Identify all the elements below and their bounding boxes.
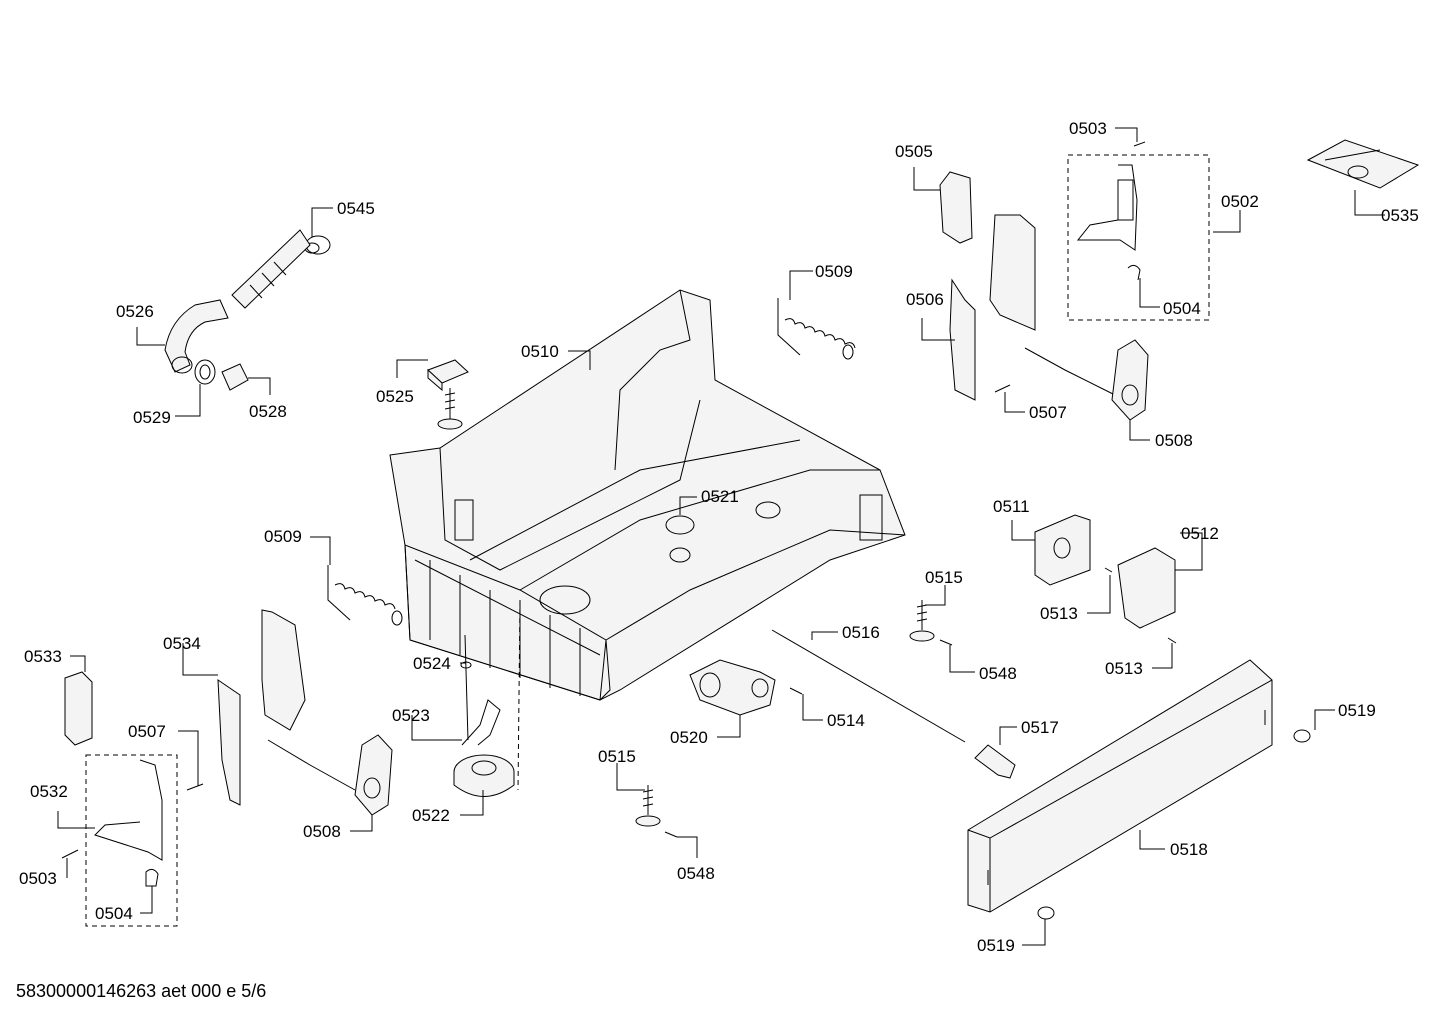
hinge-clip-part-0504-top bbox=[1127, 264, 1141, 281]
knob-part-0517 bbox=[974, 744, 1016, 779]
label-0502: 0502 bbox=[1221, 192, 1259, 211]
label-0522: 0522 bbox=[412, 806, 450, 825]
cover-part-0505 bbox=[939, 171, 973, 244]
bracket-part-0506 bbox=[949, 214, 1036, 401]
panel-part-0518 bbox=[967, 659, 1273, 913]
label-0506: 0506 bbox=[906, 290, 944, 309]
bracket-part-0534 bbox=[217, 609, 306, 806]
cover-part-0533 bbox=[64, 671, 93, 746]
screw-part-0548-bottom bbox=[664, 831, 678, 838]
label-0532: 0532 bbox=[30, 782, 68, 801]
rod-part-0524 bbox=[460, 634, 472, 741]
hardware-bag-part-0535 bbox=[1306, 139, 1420, 189]
label-0534: 0534 bbox=[163, 634, 201, 653]
foot-screw-part-0515-right bbox=[909, 600, 935, 642]
label-0513-lower: 0513 bbox=[1105, 659, 1143, 678]
hinge-part-0508-right bbox=[1024, 339, 1149, 421]
screw-part-0507-top bbox=[994, 384, 1011, 393]
label-0514: 0514 bbox=[827, 711, 865, 730]
valve-part-0520 bbox=[689, 659, 776, 716]
float-part-0522 bbox=[453, 754, 515, 797]
hose-clip-part-0529 bbox=[194, 359, 216, 385]
label-0507-top: 0507 bbox=[1029, 403, 1067, 422]
rod-part-0516 bbox=[771, 629, 966, 743]
screw-part-0503-bottom bbox=[61, 849, 79, 859]
label-0508-top: 0508 bbox=[1155, 431, 1193, 450]
label-0548-bottom: 0548 bbox=[677, 864, 715, 883]
label-0519-bottom: 0519 bbox=[977, 936, 1015, 955]
hinge-bracket-part-0502 bbox=[1076, 164, 1138, 251]
base-tub-part-0510 bbox=[389, 289, 906, 701]
label-0526: 0526 bbox=[116, 302, 154, 321]
label-0523: 0523 bbox=[392, 706, 430, 725]
cover-part-0512 bbox=[1117, 547, 1176, 629]
label-0515-bottom: 0515 bbox=[598, 747, 636, 766]
label-0528: 0528 bbox=[249, 402, 287, 421]
bracket-part-0511 bbox=[1034, 514, 1091, 586]
label-0525: 0525 bbox=[376, 387, 414, 406]
label-0512: 0512 bbox=[1181, 524, 1219, 543]
screw-part-0507-left bbox=[186, 783, 204, 791]
hinge-bracket-part-0532 bbox=[94, 759, 163, 861]
spring-part-0509-top bbox=[777, 298, 856, 360]
label-0518: 0518 bbox=[1170, 840, 1208, 859]
label-0511: 0511 bbox=[993, 497, 1030, 516]
spring-part-0509-left bbox=[327, 565, 403, 626]
part-labels: 0503 0505 0502 0535 0545 0526 0509 0506 … bbox=[19, 119, 1419, 955]
lever-part-0523 bbox=[461, 699, 501, 746]
label-0529: 0529 bbox=[133, 408, 171, 427]
label-0509-top: 0509 bbox=[815, 262, 853, 281]
document-footer: 58300000146263 aet 000 e 5/6 bbox=[16, 981, 266, 1001]
screw-part-0519-right bbox=[1293, 729, 1311, 743]
label-0503-bottom: 0503 bbox=[19, 869, 57, 888]
label-0548-right: 0548 bbox=[979, 664, 1017, 683]
group-box-0502 bbox=[1067, 154, 1210, 321]
screw-part-0514 bbox=[789, 687, 803, 695]
foot-part-0525 bbox=[427, 359, 469, 430]
float-guide-dashed bbox=[517, 599, 521, 791]
leader-lines bbox=[57, 127, 1385, 946]
label-0533: 0533 bbox=[24, 647, 62, 666]
hose-holder-part-0528 bbox=[221, 363, 249, 391]
drain-hose-part-0526 bbox=[164, 229, 311, 374]
label-0519-right: 0519 bbox=[1338, 701, 1376, 720]
label-0510: 0510 bbox=[521, 342, 559, 361]
screw-part-0548-right bbox=[939, 639, 953, 646]
screw-part-0513-upper bbox=[1104, 567, 1113, 573]
label-0513-upper: 0513 bbox=[1040, 604, 1078, 623]
label-0509-left: 0509 bbox=[264, 527, 302, 546]
label-0521: 0521 bbox=[701, 487, 739, 506]
label-0504-bottom: 0504 bbox=[95, 904, 133, 923]
label-0517: 0517 bbox=[1021, 718, 1059, 737]
label-0516: 0516 bbox=[842, 623, 880, 642]
label-0535: 0535 bbox=[1381, 206, 1419, 225]
hinge-clip-part-0504-bottom bbox=[145, 868, 159, 887]
label-0505: 0505 bbox=[895, 142, 933, 161]
label-0503-top: 0503 bbox=[1069, 119, 1107, 138]
group-box-0532 bbox=[85, 754, 178, 927]
screw-part-0503-top bbox=[1133, 141, 1146, 147]
label-0515-right: 0515 bbox=[925, 568, 963, 587]
label-0504-top: 0504 bbox=[1163, 299, 1201, 318]
screw-part-0519-bottom bbox=[1037, 906, 1055, 920]
label-0545: 0545 bbox=[337, 199, 375, 218]
label-0520: 0520 bbox=[670, 728, 708, 747]
label-0524: 0524 bbox=[413, 654, 451, 673]
screw-part-0513-lower bbox=[1167, 637, 1177, 644]
label-0507-left: 0507 bbox=[128, 722, 166, 741]
label-0508-left: 0508 bbox=[303, 822, 341, 841]
hinge-part-0508-left bbox=[267, 734, 393, 816]
foot-screw-part-0515-bottom bbox=[635, 785, 661, 827]
